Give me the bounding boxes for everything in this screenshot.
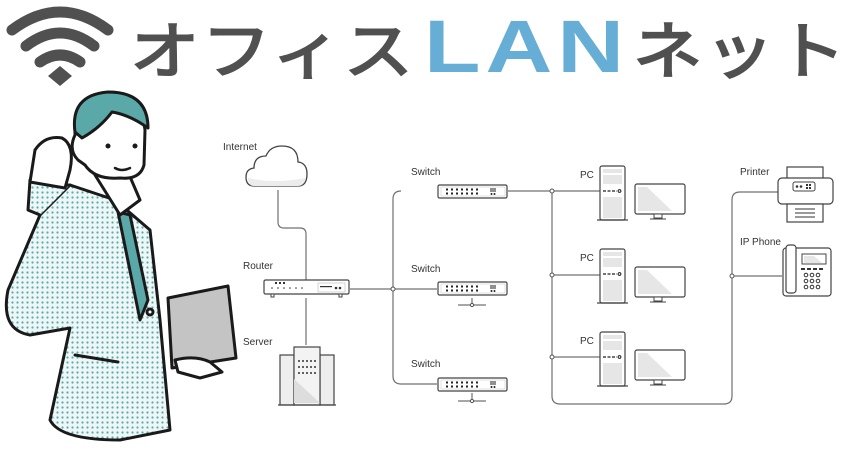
- printer-icon: [777, 166, 834, 223]
- title-lan: LAN: [424, 4, 630, 88]
- wifi-icon: [6, 6, 114, 86]
- router-icon: [263, 279, 350, 298]
- ip-phone-icon: [782, 244, 832, 297]
- fist: [28, 136, 73, 190]
- laptop: [166, 284, 238, 370]
- label-switch-3: Switch: [411, 359, 441, 370]
- businessman-illustration: [4, 90, 238, 442]
- label-printer: Printer: [740, 167, 770, 178]
- switch-icon: [437, 184, 508, 199]
- hair: [72, 90, 150, 140]
- title-net: ネット: [633, 15, 849, 88]
- label-switch-1: Switch: [411, 167, 441, 178]
- title-office: オフィス: [130, 15, 416, 88]
- cloud-icon: [245, 145, 308, 187]
- switch-icon: [437, 281, 508, 296]
- switch-icon: [437, 377, 508, 392]
- label-pc-1: PC: [580, 170, 594, 181]
- label-pc-2: PC: [580, 253, 594, 264]
- label-pc-3: PC: [580, 336, 594, 347]
- label-internet: Internet: [223, 142, 257, 153]
- server-icon: [278, 346, 336, 406]
- pc-icon: [597, 248, 686, 304]
- page-title: オフィス LAN ネット: [130, 4, 846, 89]
- label-server: Server: [243, 337, 273, 348]
- label-ip-phone: IP Phone: [740, 237, 781, 248]
- label-router: Router: [243, 261, 274, 272]
- pc-icon: [597, 331, 686, 387]
- tie: [116, 210, 150, 322]
- pc-icon: [597, 165, 686, 221]
- label-switch-2: Switch: [411, 264, 441, 275]
